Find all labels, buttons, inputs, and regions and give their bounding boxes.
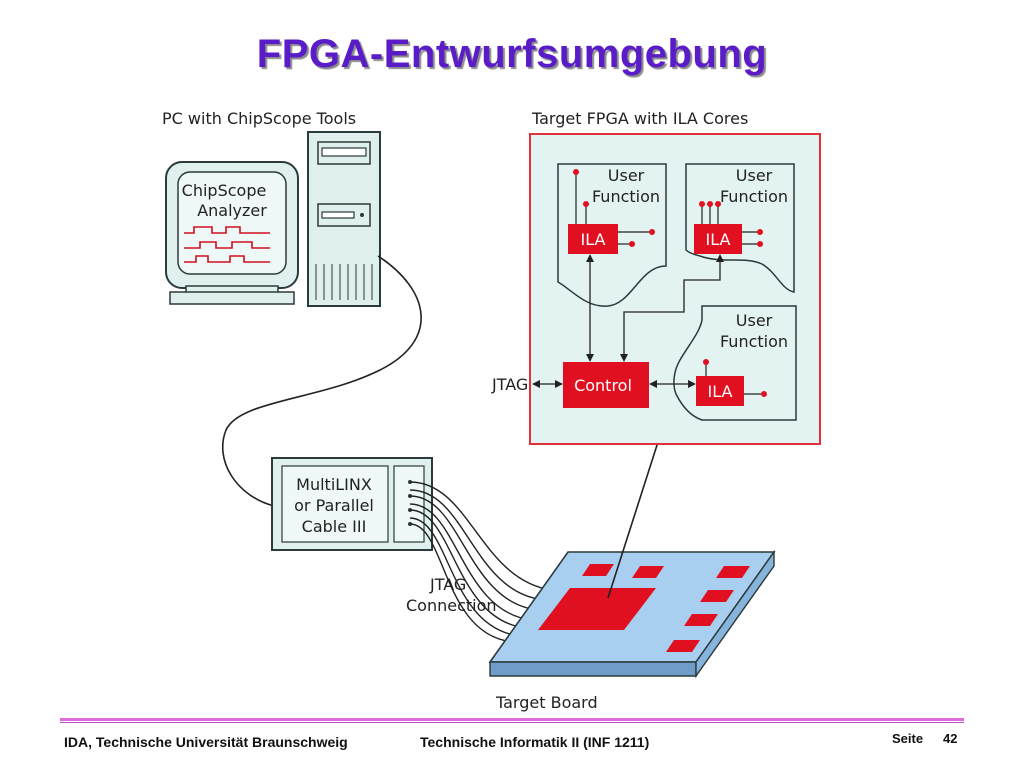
waveform-trace-2 — [184, 241, 270, 249]
cable-box — [271, 457, 433, 551]
ila-1-probes — [575, 172, 652, 245]
footer-page-number: 42 — [943, 731, 958, 746]
cable-label-line3: Cable III — [302, 517, 367, 536]
cable-label-line2: or Parallel — [294, 496, 374, 515]
fpga-chip-on-board — [538, 588, 656, 630]
target-board-label: Target Board — [495, 693, 598, 712]
jtag-connection-label-line2: Connection — [406, 596, 497, 615]
control-label: Control — [574, 376, 632, 395]
ila-block-3 — [696, 376, 744, 406]
monitor-label-line2: Analyzer — [197, 201, 267, 220]
jtag-wires — [409, 481, 553, 643]
footer-course: Technische Informatik II (INF 1211) — [420, 734, 650, 750]
monitor-label-line1: ChipScope — [182, 181, 267, 200]
user-function-1-line1: User — [608, 166, 645, 185]
user-function-2-line1: User — [736, 166, 773, 185]
user-function-3-line1: User — [736, 311, 773, 330]
fpga-to-board-line — [607, 441, 659, 599]
waveform-trace-3 — [184, 255, 270, 263]
user-function-3-line2: Function — [720, 332, 788, 351]
cable-label-line1: MultiLINX — [296, 475, 372, 494]
ila-block-2 — [694, 224, 742, 254]
control-connections — [538, 260, 721, 385]
monitor-icon — [165, 161, 299, 305]
footer-institution: IDA, Technische Universität Braunschweig — [64, 734, 348, 750]
pc-cable — [221, 255, 422, 507]
pc-label: PC with ChipScope Tools — [162, 109, 356, 128]
footer-page-label: Seite — [892, 731, 924, 746]
fpga-label: Target FPGA with ILA Cores — [531, 109, 748, 128]
ila-label-1: ILA — [581, 230, 606, 249]
user-function-2-line2: Function — [720, 187, 788, 206]
pc-tower-icon — [307, 131, 381, 307]
user-function-1-line2: Function — [592, 187, 660, 206]
target-board — [488, 549, 776, 679]
jtag-label: JTAG — [491, 375, 528, 394]
ila-label-3: ILA — [708, 382, 733, 401]
waveform-trace-1 — [184, 226, 270, 234]
footer-rule-thin — [60, 722, 964, 723]
ila-label-2: ILA — [706, 230, 731, 249]
control-block — [563, 362, 649, 408]
footer-rule — [60, 718, 964, 721]
ila-block-1 — [568, 224, 618, 254]
slide-title: FPGA-Entwurfsumgebung — [256, 32, 768, 76]
jtag-connection-label-line1: JTAG — [429, 575, 466, 594]
